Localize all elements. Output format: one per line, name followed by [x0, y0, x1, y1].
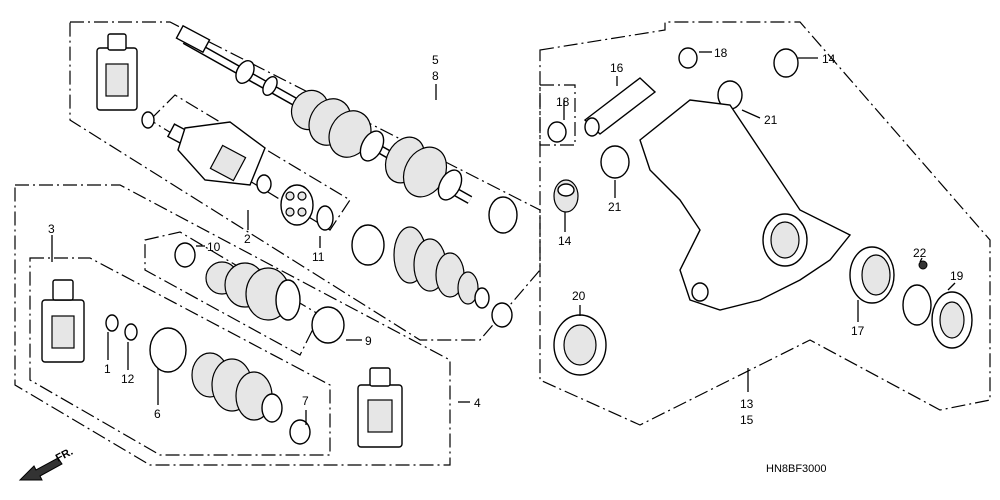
snap-ring-22-tab [918, 260, 928, 270]
seal-18-left [547, 121, 567, 143]
boot-band-upper-right [488, 196, 518, 234]
callout-14-left: 14 [558, 234, 572, 248]
callout-9: 9 [365, 334, 372, 348]
boot-band-9 [311, 306, 345, 344]
group-outline-9-10 [144, 231, 321, 356]
drive-shaft-assembly [175, 24, 473, 204]
callout-7: 7 [302, 394, 309, 408]
boot-band-10 [174, 242, 196, 268]
diagram-code: HN8BF3000 [766, 463, 827, 475]
callout-22: 22 [913, 246, 927, 260]
oil-bottle-left [41, 279, 85, 363]
callout-17: 17 [851, 324, 865, 338]
group-outline-13-15 [539, 21, 991, 426]
washer-12 [124, 323, 138, 341]
callout-19: 19 [950, 269, 964, 283]
seal-19 [931, 291, 973, 349]
boot-inner-upper [205, 261, 301, 321]
callout-2: 2 [244, 232, 251, 246]
callout-13: 13 [740, 397, 754, 411]
callout-21-upper: 21 [764, 113, 778, 127]
callout-4: 4 [474, 396, 481, 410]
boot-band-7 [289, 419, 311, 445]
circlip-top [141, 111, 155, 129]
cap-14-left [553, 179, 579, 213]
oil-bottle-top [96, 33, 138, 111]
callout-18-left: 18 [556, 95, 570, 109]
group-outline-2 [149, 94, 351, 231]
callout-16: 16 [610, 61, 624, 75]
boot-inner-lower [191, 352, 283, 423]
boot-band-6 [149, 327, 187, 373]
bushing-16 [583, 77, 657, 137]
callout-14-upper: 14 [822, 52, 836, 66]
callout-3: 3 [48, 222, 55, 236]
front-arrow-icon [18, 457, 63, 481]
callout-15: 15 [740, 413, 754, 427]
front-label: FR. [54, 446, 75, 465]
callout-21-left: 21 [608, 200, 622, 214]
leader-lines [51, 51, 956, 425]
callout-11: 11 [312, 250, 325, 264]
group-outline-14-18 [539, 84, 576, 146]
inner-joint-housing [166, 121, 266, 186]
group-outline-5-8 [69, 21, 541, 341]
bearing-17 [849, 246, 895, 304]
circlip-11-upper [256, 174, 272, 194]
group-outline-4 [14, 184, 451, 466]
callout-5: 5 [432, 53, 439, 67]
snap-ring-22 [902, 284, 932, 326]
boot-band-mid [351, 224, 385, 266]
callout-10: 10 [207, 240, 221, 254]
circlip-11 [316, 205, 334, 231]
boot-outer-right [393, 226, 490, 309]
cap-14-upper [773, 48, 799, 78]
knuckle [639, 99, 852, 311]
boot-band-small-right [491, 302, 513, 328]
callout-1: 1 [104, 362, 111, 376]
callout-18-upper: 18 [714, 46, 728, 60]
group-outline-3 [29, 257, 331, 456]
circlip-1 [105, 314, 119, 332]
seal-21-left [600, 145, 630, 179]
callout-8: 8 [432, 69, 439, 83]
bearing-cage [280, 184, 314, 226]
oil-bottle-bottom [357, 367, 403, 448]
callout-6: 6 [154, 407, 161, 421]
callout-12: 12 [121, 372, 135, 386]
seal-18-upper [678, 47, 698, 69]
seal-20 [553, 314, 607, 376]
callout-20: 20 [572, 289, 586, 303]
